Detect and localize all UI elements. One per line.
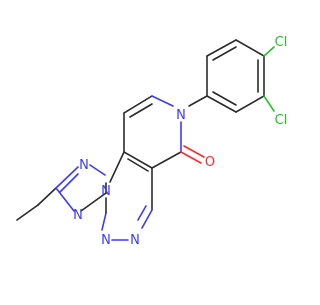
bond	[151, 151, 182, 169]
triazine-nitrogen-label-left: N	[101, 233, 111, 248]
bond	[212, 91, 237, 106]
bond	[59, 173, 79, 193]
bond	[263, 46, 275, 57]
bond	[129, 103, 153, 118]
pyridone-nitrogen-label: N	[176, 108, 186, 123]
bond	[37, 187, 57, 206]
bond	[212, 46, 237, 61]
bond	[123, 95, 153, 114]
bond	[141, 209, 153, 229]
bond	[206, 95, 237, 113]
bond	[109, 151, 125, 183]
molecule-canvas: Cl Cl N O N N N N N	[16, 35, 287, 248]
bond	[235, 95, 265, 113]
triazole-nitrogen-label-top: N	[79, 158, 89, 173]
bond	[206, 39, 237, 57]
atom-labels-layer: Cl Cl N O N N N N N	[73, 35, 287, 248]
bond	[16, 204, 39, 221]
carbonyl-oxygen-label: O	[205, 155, 215, 170]
bond	[89, 164, 106, 176]
bond	[101, 212, 107, 231]
bond	[80, 192, 107, 212]
bridgehead-nitrogen-label: N	[101, 184, 111, 199]
bond	[188, 95, 208, 107]
chemical-structure-diagram: Cl Cl N O N N N N N	[16, 35, 287, 248]
bonds-layer	[16, 39, 275, 241]
triazole-nitrogen-label-bottom: N	[73, 208, 83, 223]
bond	[263, 95, 275, 112]
bond	[137, 205, 147, 221]
chlorine-label-top: Cl	[275, 35, 288, 50]
bond	[127, 158, 149, 172]
bond	[55, 187, 75, 212]
triazine-nitrogen-label-right: N	[130, 233, 140, 248]
bond	[123, 151, 153, 169]
bond	[55, 166, 79, 189]
bond	[183, 145, 205, 158]
bond	[235, 39, 265, 57]
chlorine-label-bottom: Cl	[275, 113, 288, 128]
bond	[180, 151, 202, 164]
bond	[151, 95, 174, 107]
